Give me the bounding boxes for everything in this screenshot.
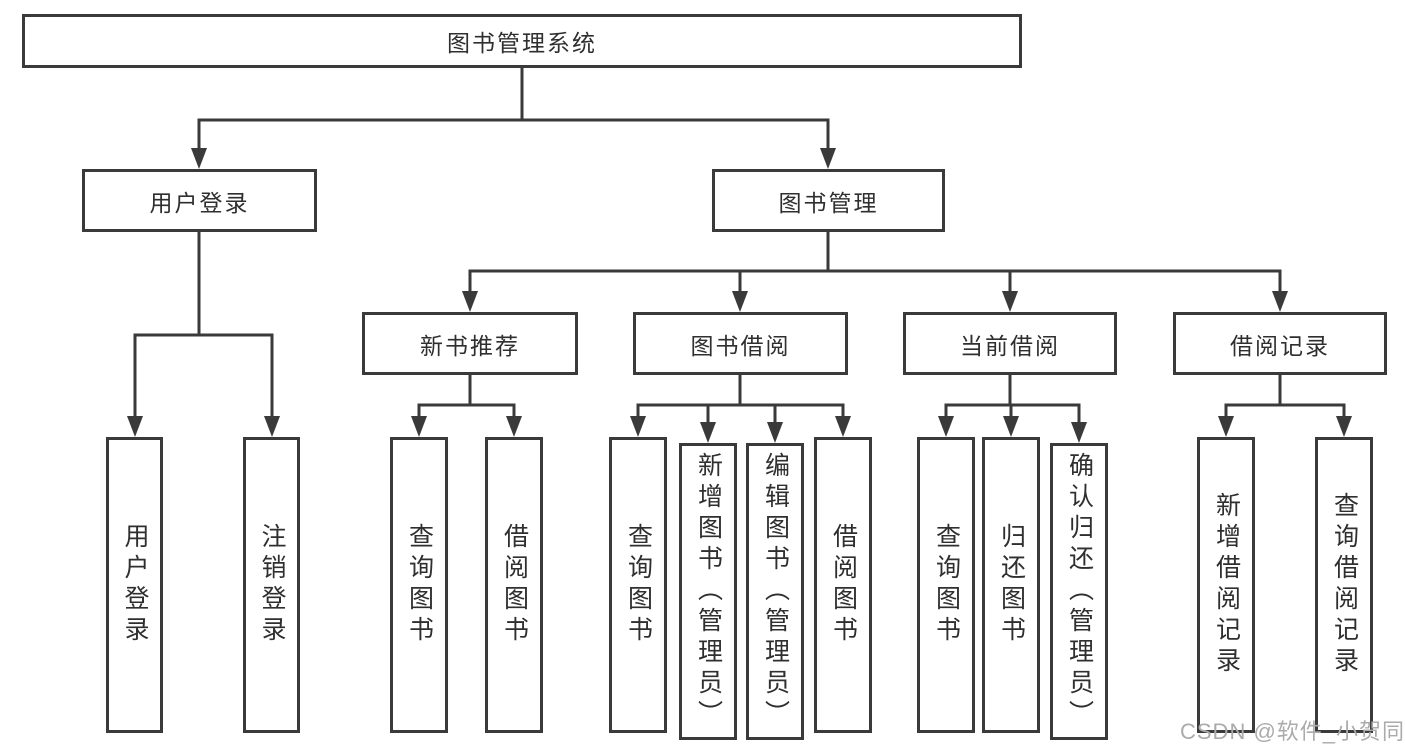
leaf-cb-confirm-return-admin: 确认归还（管理员） (1050, 443, 1108, 740)
leaf-bb-edit-books-admin: 编辑图书（管理员） (746, 443, 804, 740)
node-new-book-recommend: 新书推荐 (362, 312, 578, 375)
leaf-br-query-record: 查询借阅记录 (1315, 437, 1373, 733)
leaf-nb-borrow-books: 借阅图书 (485, 437, 543, 733)
connector-borrow-records-to-leaves (1224, 375, 1346, 419)
node-root: 图书管理系统 (22, 14, 1022, 68)
leaf-bb-borrow-books: 借阅图书 (814, 437, 872, 733)
leaf-logout: 注销登录 (243, 437, 300, 733)
leaf-br-add-record: 新增借阅记录 (1197, 437, 1255, 733)
node-user-login: 用户登录 (82, 169, 317, 232)
connector-user-login-to-leaves (133, 232, 274, 419)
leaf-user-login: 用户登录 (106, 437, 163, 733)
leaf-cb-query-books: 查询图书 (917, 437, 975, 733)
leaf-nb-query-books: 查询图书 (390, 437, 448, 733)
connector-root-to-level2 (197, 68, 830, 151)
node-current-borrow: 当前借阅 (903, 312, 1117, 375)
connector-book-borrow-to-leaves (636, 375, 845, 425)
connector-book-management-to-level3 (468, 232, 1282, 294)
node-book-management: 图书管理 (712, 169, 945, 232)
connector-current-borrow-to-leaves (944, 375, 1081, 425)
node-book-borrow: 图书借阅 (633, 312, 848, 375)
leaf-bb-query-books: 查询图书 (609, 437, 667, 733)
connector-new-book-recommend-to-leaves (417, 375, 516, 419)
node-borrow-records: 借阅记录 (1173, 312, 1387, 375)
leaf-cb-return-books: 归还图书 (982, 437, 1040, 733)
leaf-bb-add-books-admin: 新增图书（管理员） (679, 443, 737, 740)
watermark: CSDN @软件_小贺同学 (1180, 719, 1405, 744)
